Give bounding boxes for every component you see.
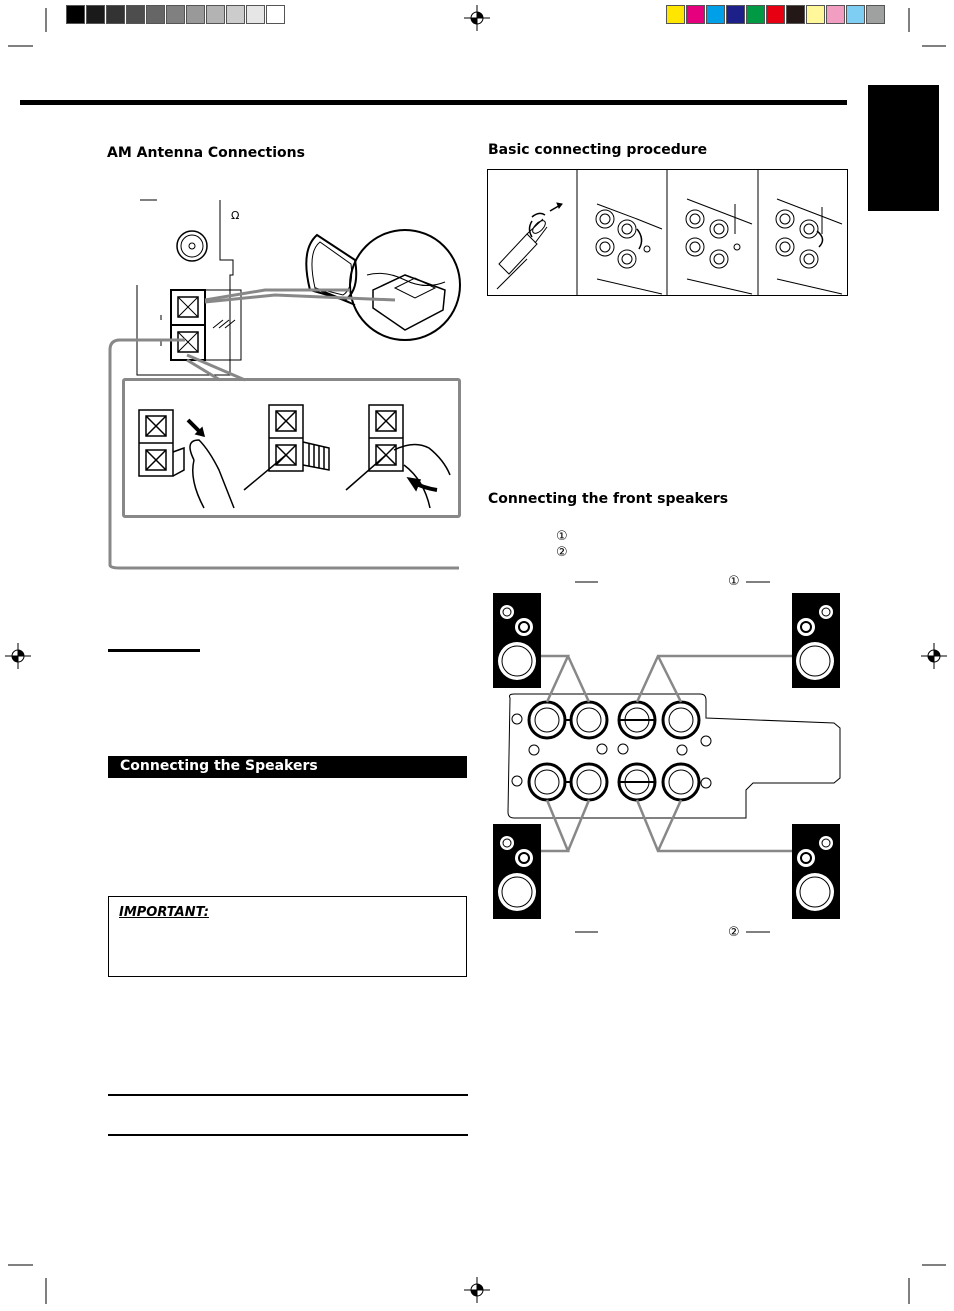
color-swatch [846,5,865,24]
heading-front-speakers: Connecting the front speakers [488,491,729,507]
note-rule [108,649,200,652]
color-swatch [726,5,745,24]
section-title-speakers: Connecting the Speakers [120,758,318,774]
color-swatch [106,5,125,24]
color-swatch [186,5,205,24]
basic-procedure-diagram [487,169,848,296]
color-swatch [766,5,785,24]
omega-mark: Ω [231,209,240,222]
rule-1 [108,1094,468,1096]
antenna-steps-drawing [138,404,451,509]
color-swatch [686,5,705,24]
speaker-front-left [493,593,541,688]
circled-one-label: ① [556,529,568,544]
color-swatch [866,5,885,24]
circled-one-top: ① [728,574,740,589]
heading-am-antenna: AM Antenna Connections [107,145,305,161]
color-swatch [246,5,265,24]
color-swatch [86,5,105,24]
color-swatch [146,5,165,24]
language-tab [868,85,939,211]
heading-basic-procedure: Basic connecting procedure [488,142,708,158]
color-swatch [266,5,285,24]
important-label: IMPORTANT: [119,905,209,920]
header-rule [20,100,847,105]
color-swatch [226,5,245,24]
color-swatch [706,5,725,24]
color-swatch [166,5,185,24]
color-swatch [746,5,765,24]
important-box: IMPORTANT: [108,896,467,977]
color-swatch [206,5,225,24]
color-swatch [126,5,145,24]
color-swatch [786,5,805,24]
color-swatch [826,5,845,24]
circled-two-bottom: ② [728,925,740,940]
color-swatch [806,5,825,24]
am-antenna-diagram [108,199,461,570]
color-swatch [66,5,85,24]
circled-two-label: ② [556,545,568,560]
speaker-wiring-diagram [493,581,841,933]
antenna-steps-box [122,378,461,518]
color-swatch [666,5,685,24]
section-bar-speakers: Connecting the Speakers [108,756,467,778]
rule-2 [108,1134,468,1136]
